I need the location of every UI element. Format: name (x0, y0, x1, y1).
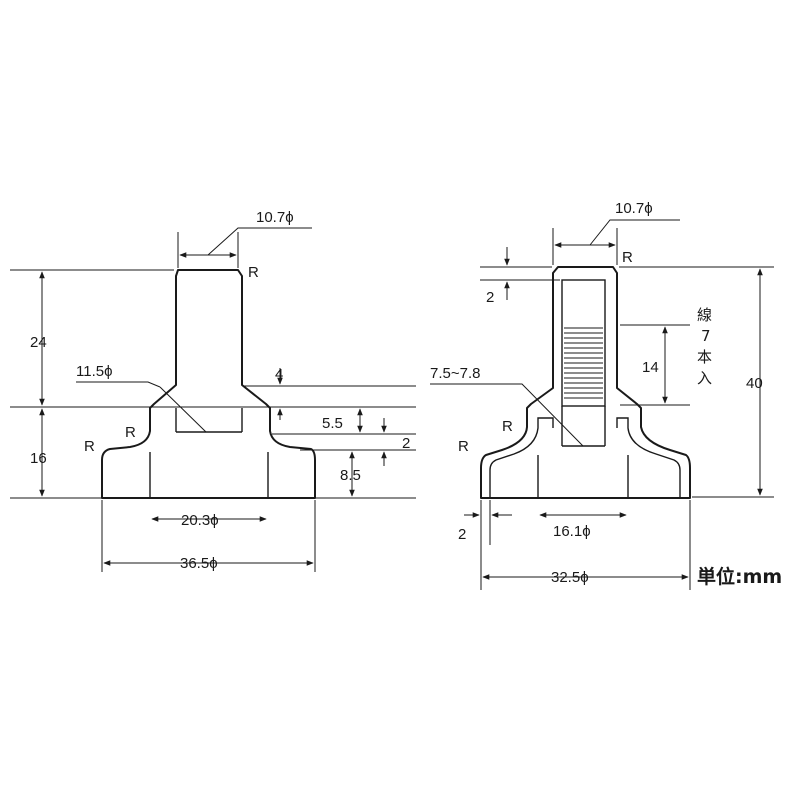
right-dim-40: 40 (746, 375, 763, 392)
left-part: 24 16 10.7ϕ R 11.5ϕ R R 4 5.5 2 8.5 20.3… (10, 209, 416, 572)
right-inner-diameter: 16.1ϕ (553, 523, 591, 540)
right-bore-leader (430, 383, 584, 447)
right-dim-14: 14 (642, 359, 659, 376)
right-part-outline (480, 266, 691, 499)
left-shoulder-leader (76, 381, 161, 388)
unit-note: 単位:mm (697, 565, 782, 588)
right-dim-top-2: 2 (486, 289, 494, 306)
left-top-leader (207, 227, 312, 256)
left-dim-4: 4 (275, 366, 283, 383)
right-bore-range: 7.5~7.8 (430, 365, 480, 382)
right-part-inner-wall (489, 417, 681, 498)
left-inner-diameter: 20.3ϕ (181, 512, 219, 529)
right-radius-top: R (622, 249, 633, 266)
right-wire-spring (564, 327, 603, 399)
left-shoulder-diameter: 11.5ϕ (76, 363, 112, 380)
left-radius-base: R (84, 438, 95, 455)
left-radius-shoulder: R (125, 424, 136, 441)
right-part: 10.7ϕ R 2 線 7 本 入 14 40 7.5~7.8 R R 2 16… (430, 200, 774, 590)
right-wire-note-4: 入 (697, 369, 712, 387)
right-wire-note-1: 線 (697, 306, 712, 324)
left-dim-8-5: 8.5 (340, 467, 361, 484)
right-wire-note-2: 7 (701, 327, 711, 345)
left-dim-5-5: 5.5 (322, 415, 343, 432)
right-dim-wall-2: 2 (458, 526, 466, 543)
left-dim-2: 2 (402, 435, 410, 452)
left-shoulder-leader-diag (159, 386, 207, 433)
left-dim-16: 16 (30, 450, 47, 467)
left-outer-diameter: 36.5ϕ (180, 555, 218, 572)
left-part-cavity (175, 408, 243, 433)
right-outer-diameter: 32.5ϕ (551, 569, 589, 586)
right-center-tube (561, 279, 606, 407)
right-radius-base: R (458, 438, 469, 455)
left-part-outline (101, 269, 316, 499)
right-top-diameter: 10.7ϕ (615, 200, 653, 217)
left-top-diameter: 10.7ϕ (256, 209, 294, 226)
right-wire-note-3: 本 (697, 348, 712, 366)
left-radius-top: R (248, 264, 259, 281)
right-top-leader (589, 219, 680, 246)
left-dim-24: 24 (30, 334, 47, 351)
right-radius-shoulder: R (502, 418, 513, 435)
